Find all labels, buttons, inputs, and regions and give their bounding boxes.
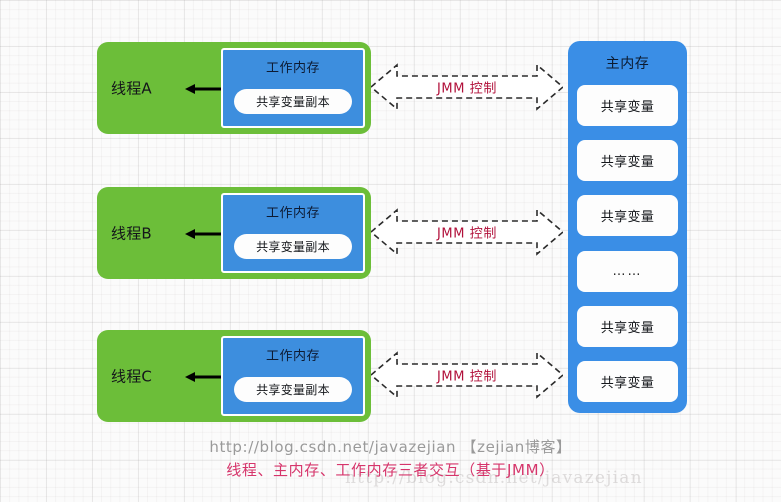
dashed-double-block-arrow-icon [369,208,565,256]
working-memory-title-b: 工作内存 [265,206,320,221]
thread-label-a: 线程A [111,79,152,98]
jmm-control-arrow-c: JMM 控制 [369,350,565,400]
shared-variable-cell: 共享变量 [577,360,678,402]
working-memory-title-c: 工作内存 [265,349,320,364]
variable-copy-pill-c: 共享变量副本 [234,377,352,402]
shared-variable-cell: 共享变量 [577,195,678,237]
thread-box-b[interactable]: 线程B 工作内存 共享变量副本 [97,187,371,279]
caption-url: http://blog.csdn.net/javazejian 【zejian博… [209,438,572,456]
main-memory-title: 主内存 [605,56,650,72]
variable-copy-pill-a: 共享变量副本 [234,89,352,114]
thread-box-a[interactable]: 线程A 工作内存 共享变量副本 [97,42,371,134]
thread-box-c[interactable]: 线程C 工作内存 共享变量副本 [97,330,371,422]
jmm-control-arrow-b: JMM 控制 [369,207,565,257]
dashed-double-block-arrow-icon [369,351,565,399]
shared-variable-cell: 共享变量 [577,140,678,182]
caption-block: http://blog.csdn.net/javazejian 【zejian博… [0,436,781,482]
jmm-control-arrow-a: JMM 控制 [369,62,565,112]
shared-variable-cell: 共享变量 [577,305,678,347]
working-memory-b[interactable]: 工作内存 共享变量副本 [221,193,365,273]
thread-label-c: 线程C [111,367,153,386]
variable-copy-pill-b: 共享变量副本 [234,234,352,259]
dashed-double-block-arrow-icon [369,63,565,111]
caption-title: 线程、主内存、工作内存三者交互（基于JMM） [226,461,555,479]
main-memory-cell-list: 共享变量 共享变量 共享变量 …… 共享变量 共享变量 [577,85,678,402]
working-memory-c[interactable]: 工作内存 共享变量副本 [221,336,365,416]
working-memory-title-a: 工作内存 [265,61,320,76]
shared-variable-cell: 共享变量 [577,85,678,126]
thread-label-b: 线程B [111,224,152,243]
shared-variable-ellipsis-cell: …… [577,250,678,292]
main-memory-box[interactable]: 主内存 共享变量 共享变量 共享变量 …… 共享变量 共享变量 [568,41,687,413]
working-memory-a[interactable]: 工作内存 共享变量副本 [221,48,365,128]
